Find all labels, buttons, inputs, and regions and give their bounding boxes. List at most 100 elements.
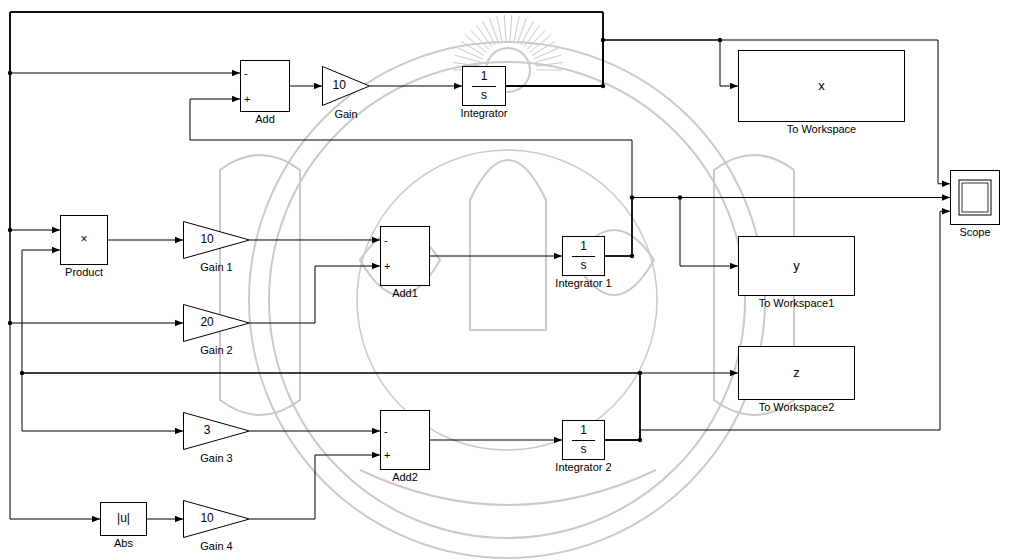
port-sign: + — [244, 93, 250, 105]
block-name: Add2 — [392, 471, 418, 483]
scope-block: Scope — [950, 170, 1000, 225]
gain-block: 10Gain — [322, 66, 370, 106]
gain-block: 10Gain 1 — [183, 221, 250, 259]
watermark-ray — [461, 41, 484, 55]
signal-line — [10, 12, 603, 230]
gain-triangle — [183, 304, 250, 342]
gain-triangle — [183, 412, 250, 450]
signal-line — [250, 239, 380, 240]
signal-line — [370, 86, 462, 87]
block-name: Product — [65, 266, 103, 278]
port-sign: - — [384, 425, 388, 437]
junction-dots — [8, 38, 722, 442]
block-name: Abs — [114, 537, 133, 549]
gain-triangle — [183, 221, 250, 259]
watermark-ray — [536, 63, 563, 67]
gain-block: 20Gain 2 — [183, 304, 250, 342]
transfer-numerator: 1 — [481, 70, 488, 83]
sum-block: -+Add1 — [380, 226, 430, 286]
gain-triangle — [322, 66, 370, 106]
transfer-denominator: s — [481, 89, 487, 102]
watermark-ray — [483, 21, 495, 45]
gain-block: 3Gain 3 — [183, 412, 250, 450]
port-sign: - — [244, 67, 248, 79]
sum-block: -+Add — [240, 60, 290, 112]
watermark-ray — [530, 35, 551, 52]
variable-name: z — [793, 366, 800, 380]
variable-name: x — [818, 79, 825, 93]
signal-line — [430, 440, 562, 441]
watermark-ray — [458, 48, 483, 59]
block-name: Integrator 1 — [555, 277, 611, 289]
block-name: Add — [255, 113, 275, 125]
signal-line — [250, 431, 380, 432]
block-name: Gain 1 — [200, 261, 232, 273]
variable-name: y — [793, 259, 800, 273]
block-name: Gain 4 — [200, 540, 232, 552]
watermark-ray — [476, 25, 492, 47]
transfer-numerator: 1 — [580, 424, 587, 437]
abs-block: |u|Abs — [100, 502, 147, 536]
integrator-block: 1sIntegrator — [462, 66, 506, 106]
signal-line — [22, 373, 640, 440]
block-parameter: × — [80, 233, 87, 246]
signal-layer — [10, 12, 950, 519]
fraction-bar — [572, 256, 595, 257]
gain-block: 10Gain 4 — [183, 500, 250, 538]
transfer-denominator: s — [581, 259, 587, 272]
watermark-ray — [517, 18, 526, 43]
block-parameter: 10 — [200, 512, 213, 525]
signal-line — [250, 455, 380, 519]
port-sign: - — [384, 234, 388, 246]
fraction-bar — [572, 440, 595, 441]
block-name: Gain 3 — [200, 452, 232, 464]
block-parameter: 10 — [333, 79, 346, 92]
block-name: To Workspace — [787, 123, 857, 135]
watermark-ray — [536, 70, 563, 71]
block-name: To Workspace1 — [759, 297, 835, 309]
gain-triangle — [183, 500, 250, 538]
watermark-ray — [490, 18, 499, 43]
transfer-denominator: s — [581, 443, 587, 456]
block-name: To Workspace2 — [759, 401, 835, 413]
watermark-ray — [521, 21, 533, 45]
fraction-bar — [472, 86, 496, 87]
workspace-block: zTo Workspace2 — [738, 346, 855, 400]
block-name: Integrator — [460, 107, 507, 119]
integrator-block: 1sIntegrator 2 — [562, 420, 605, 460]
block-parameter: 10 — [200, 233, 213, 246]
signal-line — [10, 12, 603, 86]
transfer-numerator: 1 — [580, 240, 587, 253]
signal-line — [506, 40, 738, 86]
integrator-block: 1sIntegrator 1 — [562, 236, 605, 276]
scope-screen — [951, 171, 999, 224]
block-parameter: 20 — [200, 316, 213, 329]
block-name: Integrator 2 — [555, 461, 611, 473]
block-parameter: |u| — [117, 512, 130, 525]
watermark-ray — [497, 16, 502, 42]
signal-line — [430, 256, 562, 257]
watermark-ray — [510, 15, 512, 42]
workspace-block: xTo Workspace — [738, 50, 905, 122]
watermark-ray — [514, 16, 519, 42]
watermark-ray — [504, 15, 506, 42]
block-name: Gain 2 — [200, 344, 232, 356]
signal-line — [290, 86, 322, 87]
signal-line — [506, 40, 950, 184]
signal-line — [22, 250, 640, 440]
watermark-ray — [532, 41, 555, 55]
sum-block: -+Add2 — [380, 410, 430, 470]
watermark-ray — [535, 55, 561, 62]
port-sign: + — [384, 449, 390, 461]
block-name: Add1 — [392, 287, 418, 299]
port-sign: + — [384, 260, 390, 272]
block-parameter: 3 — [204, 424, 211, 437]
signal-line — [250, 266, 380, 323]
block-name: Gain — [334, 108, 357, 120]
signal-line — [147, 519, 183, 520]
signal-line — [10, 12, 603, 323]
signal-line — [108, 240, 183, 241]
product-block: ×Product — [60, 215, 108, 265]
block-name: Scope — [959, 226, 990, 238]
